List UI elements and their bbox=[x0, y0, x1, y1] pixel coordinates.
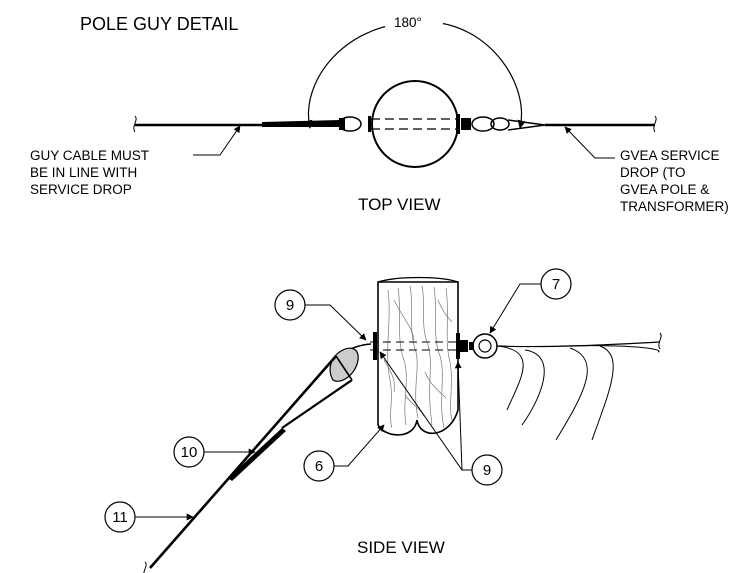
pole-top-circle bbox=[371, 80, 459, 168]
leader-service-note bbox=[564, 126, 615, 159]
top-view: 180° GUY CABLE MUST BE IN LINE WITH SERV… bbox=[30, 12, 729, 214]
side-view: 9 7 10 6 9 11 SIDE VIEW bbox=[104, 268, 662, 573]
guy-note-line-1: GUY CABLE MUST bbox=[30, 148, 149, 163]
guy-grip-side bbox=[228, 428, 286, 481]
side-washer-right bbox=[456, 333, 460, 359]
guy-grip-return bbox=[281, 379, 353, 429]
callout-11-label: 11 bbox=[112, 509, 128, 526]
service-note-line-3: GVEA POLE & bbox=[620, 182, 709, 197]
break-mark-side bbox=[658, 332, 662, 350]
side-nut-right bbox=[460, 340, 468, 352]
angle-arc-right bbox=[429, 21, 526, 129]
side-eye-nut-shank bbox=[469, 342, 474, 350]
eye-nut-right bbox=[471, 116, 495, 132]
service-note-line-2: DROP (TO bbox=[620, 165, 686, 180]
washer-right bbox=[456, 114, 460, 134]
service-note-line-1: GVEA SERVICE bbox=[620, 148, 720, 163]
pole-body bbox=[377, 281, 459, 436]
side-eye-nut-outer bbox=[472, 333, 498, 359]
dead-end-right bbox=[507, 119, 546, 131]
side-eye-nut-inner bbox=[478, 339, 492, 353]
guy-note-line-3: SERVICE DROP bbox=[30, 182, 132, 197]
callout-6: 6 bbox=[303, 424, 385, 482]
clevis-right bbox=[490, 117, 510, 131]
side-washer-left bbox=[373, 332, 377, 360]
callout-9-bottom: 9 bbox=[379, 351, 503, 486]
side-view-label: SIDE VIEW bbox=[357, 538, 445, 557]
drop-wire-4 bbox=[555, 347, 588, 441]
service-note-line-4: TRANSFORMER) bbox=[620, 199, 729, 214]
guy-grip-top bbox=[262, 120, 340, 127]
wood-grain bbox=[383, 285, 453, 429]
angle-label: 180° bbox=[394, 15, 422, 30]
angle-arc-left bbox=[304, 21, 416, 129]
guy-thimble-loop bbox=[329, 347, 359, 382]
drawing-title: POLE GUY DETAIL bbox=[80, 14, 238, 34]
nut-right bbox=[461, 118, 471, 130]
callout-9-top: 9 bbox=[274, 289, 367, 341]
callout-7-label: 7 bbox=[552, 276, 560, 293]
callout-10: 10 bbox=[173, 436, 256, 468]
break-mark-right bbox=[653, 115, 657, 133]
drop-wire-1 bbox=[559, 345, 660, 353]
callout-9-top-label: 9 bbox=[286, 297, 294, 314]
angle-label-bg bbox=[385, 12, 443, 32]
callout-6-label: 6 bbox=[315, 458, 323, 475]
guy-cable-main bbox=[149, 355, 337, 569]
callout-10-label: 10 bbox=[181, 444, 198, 461]
guy-loop-leg bbox=[335, 355, 353, 381]
callout-11: 11 bbox=[104, 501, 194, 533]
callout-9-bottom-label: 9 bbox=[483, 462, 491, 479]
drop-wire-5 bbox=[591, 345, 614, 441]
guy-note-line-2: BE IN LINE WITH bbox=[30, 165, 137, 180]
top-view-label: TOP VIEW bbox=[358, 195, 441, 214]
eye-nut-left-shank bbox=[339, 118, 345, 130]
washer-left bbox=[368, 116, 371, 132]
break-mark-guy bbox=[143, 561, 147, 573]
break-mark-left bbox=[133, 115, 137, 133]
drop-wire-3 bbox=[521, 349, 545, 426]
leader-guy-note bbox=[193, 125, 241, 156]
callout-7: 7 bbox=[489, 268, 572, 334]
drop-wire-2 bbox=[496, 345, 524, 411]
pole-top-edge bbox=[377, 276, 459, 283]
